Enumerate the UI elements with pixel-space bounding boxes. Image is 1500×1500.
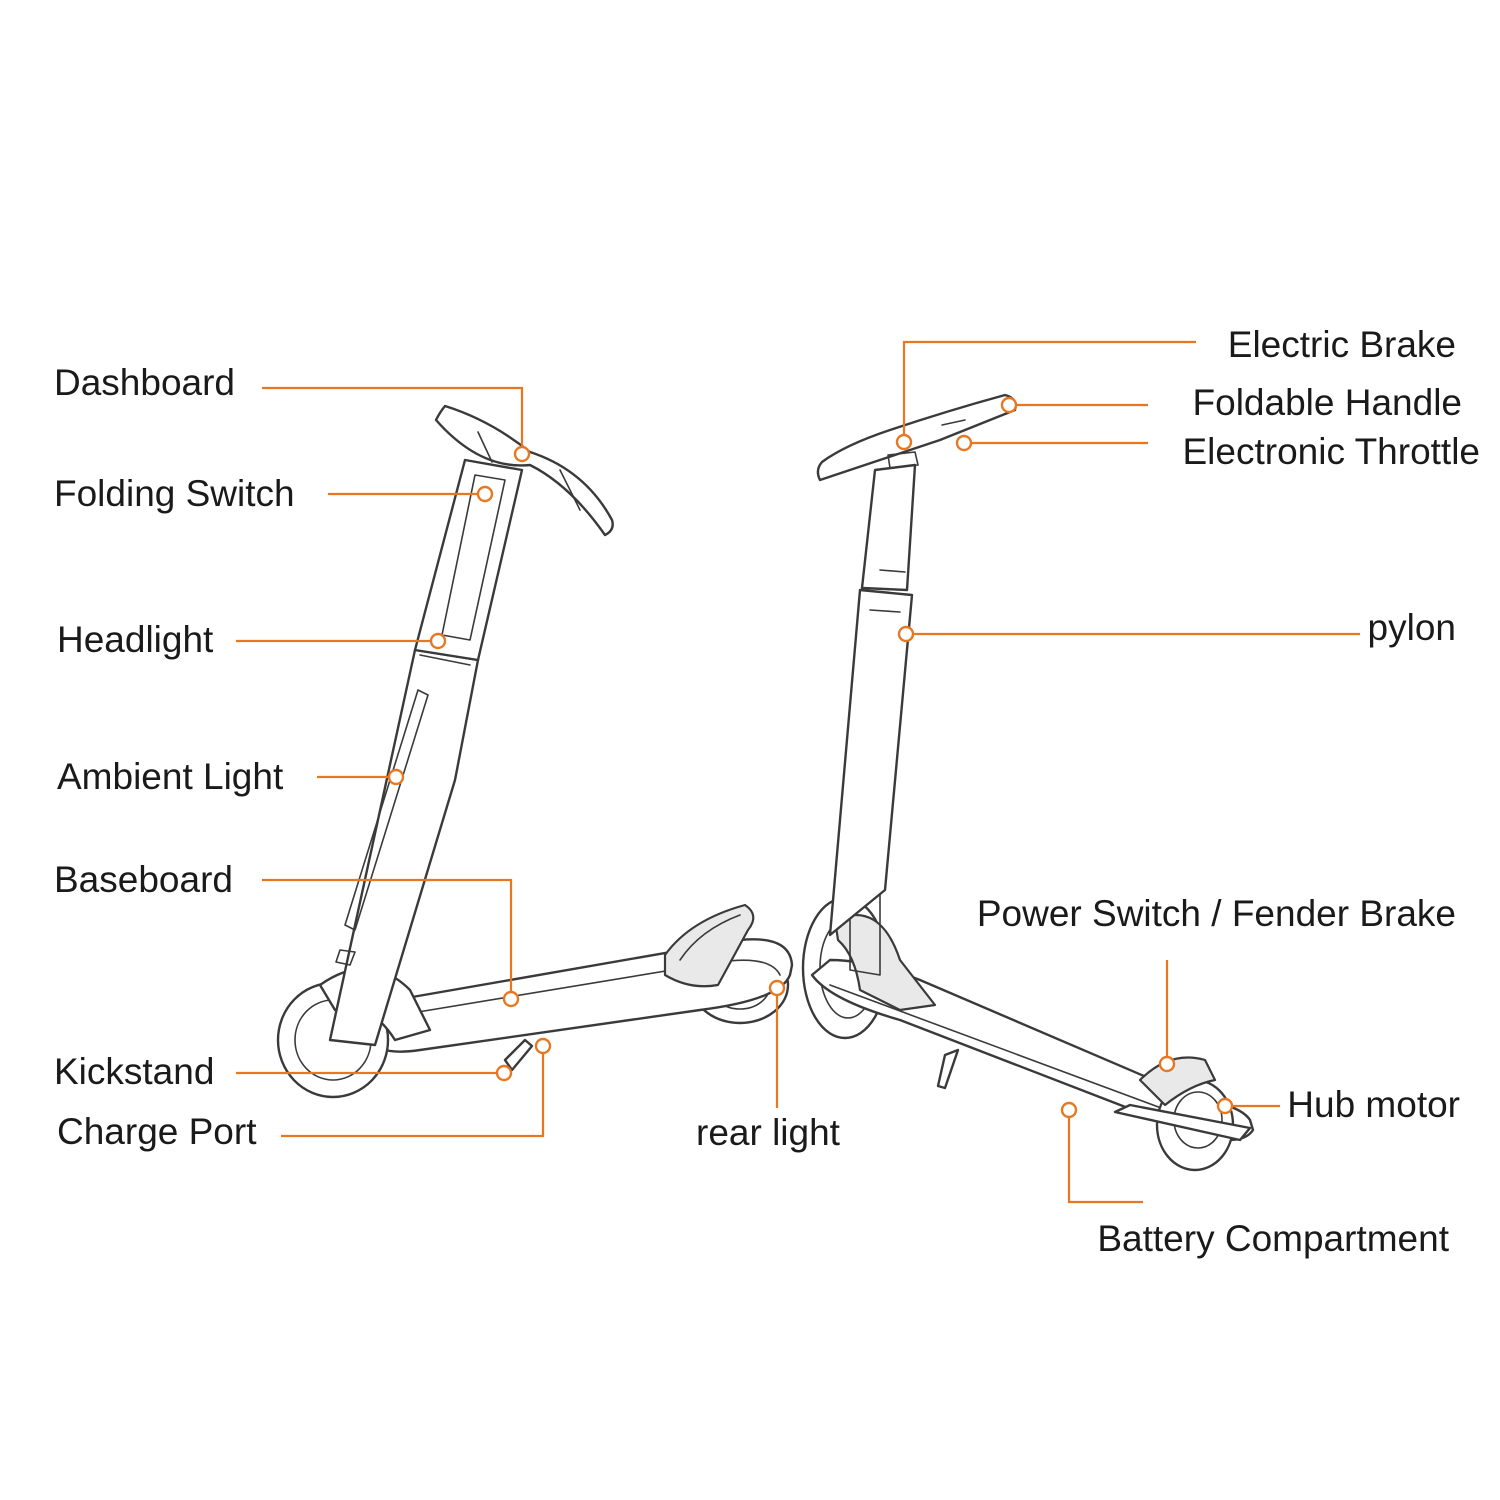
- label-foldable-handle: Foldable Handle: [1193, 382, 1462, 423]
- callout-dot-power-switch: [1158, 1055, 1176, 1073]
- callout-dot-dashboard: [513, 445, 531, 463]
- callout-dot-baseboard: [502, 990, 520, 1008]
- callout-dot-electronic-throttle: [955, 434, 973, 452]
- leader-lines: [236, 340, 1360, 1204]
- label-headlight: Headlight: [57, 619, 214, 660]
- label-baseboard: Baseboard: [54, 859, 233, 900]
- label-electronic-throttle: Electronic Throttle: [1183, 431, 1481, 472]
- label-pylon: pylon: [1368, 607, 1456, 648]
- label-kickstand: Kickstand: [54, 1051, 214, 1092]
- label-power-switch-fender-brake: Power Switch / Fender Brake: [977, 893, 1456, 934]
- callout-dot-hub-motor: [1216, 1097, 1234, 1115]
- left-scooter-illustration: [276, 404, 794, 1099]
- leader-baseboard: [262, 878, 513, 992]
- label-electric-brake: Electric Brake: [1228, 324, 1456, 365]
- callout-dot-electric-brake: [895, 433, 913, 451]
- leader-battery-compartment: [1067, 1117, 1143, 1204]
- callout-dot-battery-compartment: [1060, 1101, 1078, 1119]
- labels: Dashboard Folding Switch Headlight Ambie…: [54, 324, 1480, 1259]
- callout-dot-charge-port: [534, 1037, 552, 1055]
- label-ambient-light: Ambient Light: [57, 756, 284, 797]
- label-charge-port: Charge Port: [57, 1111, 257, 1152]
- callout-dot-ambient-light: [387, 768, 405, 786]
- leader-dashboard: [262, 386, 524, 446]
- callout-dots: [387, 396, 1234, 1119]
- label-battery-compartment: Battery Compartment: [1097, 1218, 1449, 1259]
- label-dashboard: Dashboard: [54, 362, 235, 403]
- leader-electric-brake: [902, 340, 1196, 435]
- callout-dot-pylon: [897, 625, 915, 643]
- callout-dot-folding-switch: [476, 485, 494, 503]
- label-folding-switch: Folding Switch: [54, 473, 295, 514]
- callout-dot-kickstand: [495, 1064, 513, 1082]
- callout-dot-rear-light: [768, 979, 786, 997]
- right-scooter-illustration: [801, 393, 1255, 1172]
- callout-dot-headlight: [429, 632, 447, 650]
- callout-dot-foldable-handle: [1000, 396, 1018, 414]
- label-rear-light: rear light: [696, 1112, 841, 1153]
- label-hub-motor: Hub motor: [1287, 1084, 1460, 1125]
- leader-charge-port: [281, 1053, 545, 1138]
